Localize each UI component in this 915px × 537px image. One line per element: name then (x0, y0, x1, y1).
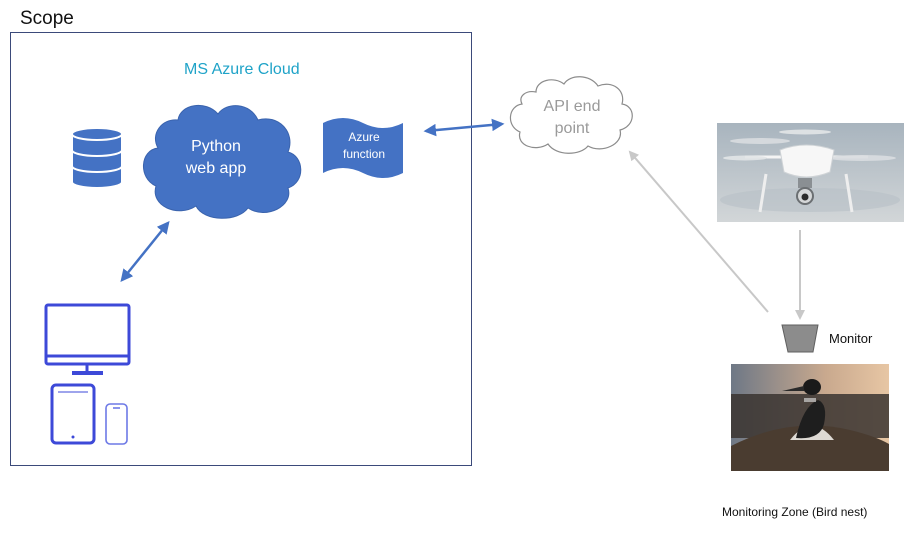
python-app-label: Python web app (160, 136, 272, 179)
monitor-label: Monitor (829, 331, 873, 346)
monitoring-zone-label: Monitoring Zone (Bird nest) (722, 505, 868, 519)
python-app-cloud (143, 105, 302, 219)
database-icon (71, 127, 123, 189)
azure-function-label: Azure function (326, 129, 402, 163)
tablet-icon (50, 383, 96, 445)
scope-title: Scope (20, 8, 74, 29)
api-endpoint-cloud (509, 76, 633, 154)
python-app-label-text: Python web app (185, 138, 247, 177)
drone-photo (717, 123, 904, 222)
api-endpoint-label-text: API end point (543, 98, 601, 137)
azure-cloud-title: MS Azure Cloud (184, 61, 300, 78)
bird-nest-photo (731, 364, 889, 471)
phone-icon (105, 403, 128, 445)
scope-box (10, 32, 472, 466)
api-endpoint-label: API end point (520, 96, 624, 139)
app-device-arrow (120, 221, 170, 282)
monitor-funnel-icon (781, 324, 819, 353)
azure-function-shape (323, 118, 403, 178)
azure-function-label-text: Azure function (342, 130, 386, 161)
function-api-arrow (423, 118, 505, 137)
monitor-to-api-arrow (628, 150, 769, 313)
desktop-icon (44, 303, 131, 375)
